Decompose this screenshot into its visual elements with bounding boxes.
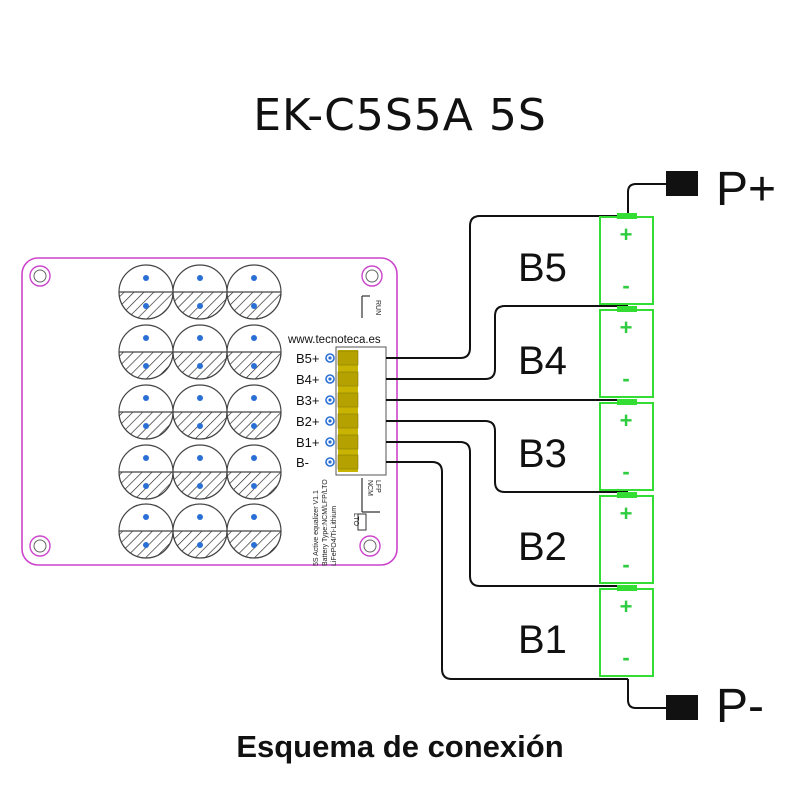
equalizer-board: RUN www.tecnoteca.es B5+ B4+ B3+ B2+ B1+ B- N…	[21, 257, 398, 566]
silkscreen-line: Battery Type:NCM/LFP/LTO	[322, 479, 329, 566]
cell-terminal	[617, 399, 637, 405]
capacitor	[118, 324, 174, 380]
capacitor	[226, 264, 282, 320]
lto-label: LTO	[352, 513, 359, 527]
mode-label-ncm: NCM	[366, 480, 373, 496]
terminal-screw	[337, 434, 359, 450]
terminal-label: B3+	[296, 393, 320, 408]
cell-terminal	[617, 306, 637, 312]
cell-minus-sign: -	[622, 366, 629, 391]
capacitor	[226, 503, 282, 559]
capacitor	[172, 324, 228, 380]
battery-cell-b5: + - B5	[518, 213, 654, 305]
terminal-label: B1+	[296, 435, 320, 450]
battery-pack: + - B5 + - B4 + - B3 + - B2 + - B1	[518, 213, 654, 677]
website-label: www.tecnoteca.es	[287, 334, 381, 346]
terminal-label: B2+	[296, 414, 320, 429]
wire-b1-plus	[386, 441, 628, 587]
wire-b4-plus	[386, 305, 628, 380]
mounting-hole-top-left	[29, 265, 51, 287]
cell-label: B3	[518, 432, 567, 476]
cell-label: B1	[518, 618, 567, 662]
terminal-screw	[337, 371, 359, 387]
diagram-caption: Esquema de conexión	[236, 729, 563, 764]
cell-label: B4	[518, 339, 567, 383]
output-positive-label: P+	[716, 163, 776, 216]
battery-cell-b4: + - B4	[518, 306, 654, 398]
cell-plus-sign: +	[620, 594, 633, 619]
terminal-label: B5+	[296, 351, 320, 366]
capacitor	[226, 384, 282, 440]
terminal-screw	[337, 454, 359, 470]
terminal-screw	[337, 413, 359, 429]
mounting-hole-bottom-left	[29, 535, 51, 557]
cell-terminal	[617, 492, 637, 498]
output-negative-connector	[666, 695, 698, 720]
capacitor	[226, 444, 282, 500]
run-label: RUN	[374, 300, 381, 315]
capacitor	[118, 503, 174, 559]
battery-cell-b2: + - B2	[518, 492, 654, 584]
capacitor	[226, 324, 282, 380]
terminal-label: B4+	[296, 372, 320, 387]
wire-b5-plus	[386, 215, 628, 359]
cell-body	[599, 402, 654, 491]
wire-p-plus	[627, 183, 668, 216]
capacitor	[172, 264, 228, 320]
battery-cell-b3: + - B3	[518, 399, 654, 491]
mounting-hole-bottom-right	[359, 535, 381, 557]
capacitor-grid	[118, 264, 282, 559]
cell-minus-sign: -	[622, 645, 629, 670]
wire-b-minus	[386, 461, 628, 680]
cell-minus-sign: -	[622, 459, 629, 484]
output-negative: P-	[666, 680, 764, 733]
terminal-screw	[337, 350, 359, 366]
cell-minus-sign: -	[622, 273, 629, 298]
capacitor	[118, 264, 174, 320]
cell-label: B2	[518, 525, 567, 569]
mode-label-lfp: LFP	[374, 480, 381, 493]
silkscreen-line: 5S Active equalizer V1.1	[313, 490, 320, 566]
cell-plus-sign: +	[620, 315, 633, 340]
wiring	[386, 183, 668, 709]
cell-body	[599, 495, 654, 584]
silkscreen-line: LiFePO4/Ti-Lithium	[331, 506, 338, 566]
cell-terminal	[617, 213, 637, 219]
cell-minus-sign: -	[622, 552, 629, 577]
terminal-block	[338, 350, 358, 472]
output-positive: P+	[666, 163, 776, 216]
cell-body	[599, 216, 654, 305]
output-positive-connector	[666, 171, 698, 196]
terminal-label: B-	[296, 455, 309, 470]
cell-plus-sign: +	[620, 408, 633, 433]
capacitor	[118, 384, 174, 440]
wire-b2-plus	[386, 420, 628, 493]
wire-p-minus	[627, 679, 668, 709]
cell-plus-sign: +	[620, 222, 633, 247]
cell-plus-sign: +	[620, 501, 633, 526]
mounting-hole-top-right	[361, 265, 383, 287]
capacitor	[172, 384, 228, 440]
battery-cell-b1: + - B1	[518, 585, 654, 677]
output-negative-label: P-	[716, 680, 764, 733]
capacitor	[118, 444, 174, 500]
terminal-screw	[337, 392, 359, 408]
page-title: EK-C5S5A 5S	[253, 90, 547, 141]
capacitor	[172, 444, 228, 500]
capacitor	[172, 503, 228, 559]
cell-label: B5	[518, 246, 567, 290]
cell-terminal	[617, 585, 637, 591]
